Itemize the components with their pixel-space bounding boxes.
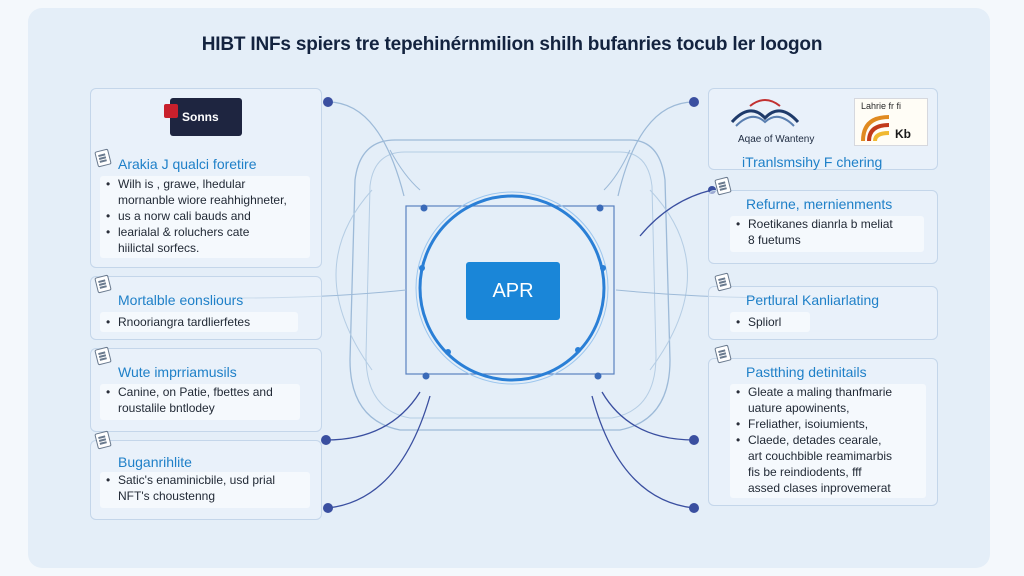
left-panel-1-heading: Arakia J qualci foretire <box>118 156 257 172</box>
wings-logo-icon <box>730 99 800 127</box>
right-panel-4-line: •Freliather, isoiumients, <box>736 417 869 431</box>
center-ring <box>418 194 606 382</box>
top-tab-right <box>603 149 631 191</box>
right-panel-4-line: •Gleate a maling thanfmarie <box>736 385 893 399</box>
left-panel-2-line: •Rnooriangra tardlierfetes <box>106 315 251 329</box>
bullet: • <box>736 385 741 399</box>
connector-right-top <box>617 101 695 197</box>
bullet: • <box>736 433 741 447</box>
right-panel-4-line: •Claede, detades cearale, <box>736 433 882 447</box>
left-panel-3-body: •Canine, on Patie, fbettes and roustalil… <box>100 384 300 420</box>
center-logo-label: Aqae of Wanteny <box>738 134 815 145</box>
right-panel-4-line: fis be reindiodents, fff <box>748 465 862 479</box>
bullet: • <box>106 473 111 487</box>
bullet: • <box>106 225 111 239</box>
left-panel-4-line: •Satic's enaminicbile, usd prial <box>106 473 276 487</box>
connector-right-bottom <box>591 395 695 509</box>
connector-node-left-lower <box>321 435 331 445</box>
left-panel-1-line: mornanble wiore reahhighneter, <box>118 193 287 207</box>
bullet: • <box>736 315 741 329</box>
left-panel-3-heading: Wute imprriamusils <box>118 364 237 380</box>
square-node-bl <box>422 372 430 380</box>
connector-node-right-bottom <box>689 503 699 513</box>
connector-node-left-top <box>323 97 333 107</box>
arc-logo-icon <box>861 115 890 142</box>
right-panel-4-line: art couchbible reamimarbis <box>748 449 893 463</box>
center-ring-glow <box>415 191 609 385</box>
ring-node-left <box>419 265 425 271</box>
right-panel-3-heading: Pertlural Kanliarlating <box>746 292 880 308</box>
right-panel-4-body: •Gleate a maling thanfmarie uature apowi… <box>730 384 926 498</box>
left-panel-3-line: •Canine, on Patie, fbettes and <box>106 385 273 399</box>
left-panel-1-line: •us a norw cali bauds and <box>106 209 251 223</box>
left-panel-1-line: •Wilh is , grawe, lhedular <box>106 177 246 191</box>
right-panel-3-body: •Spliorl <box>730 312 810 332</box>
connector-left-top <box>327 101 405 197</box>
right-panel-4-line: uature apowinents, <box>748 401 850 415</box>
connector-right-lower <box>601 391 695 441</box>
left-panel-4-body: •Satic's enaminicbile, usd prial NFT's c… <box>100 472 310 508</box>
connector-left-bottom <box>327 395 431 509</box>
right-logo-label: Lahrie fr fi <box>861 101 902 111</box>
bullet: • <box>106 385 111 399</box>
connector-node-right-top <box>689 97 699 107</box>
right-logo-sub: Kb <box>895 127 911 141</box>
right-panel-1-heading: iTranlsmsihy F chering <box>742 154 883 170</box>
right-panel-2-line: 8 fuetums <box>748 233 801 247</box>
center-apr-label: APR <box>492 279 534 302</box>
left-logo: Sonns <box>164 98 242 136</box>
right-panel-2-body: •Roetikanes dianrla b meliat 8 fuetums <box>730 216 924 252</box>
right-panel-4-heading: Pastthing detinitails <box>746 364 867 380</box>
left-panel-2-heading: Mortalble eonsliours <box>118 292 244 308</box>
connector-node-right-lower <box>689 435 699 445</box>
square-node-tr <box>596 204 604 212</box>
left-panel-1-body: •Wilh is , grawe, lhedular mornanble wio… <box>100 176 310 258</box>
outer-contour <box>349 139 671 431</box>
ring-node-bl <box>445 349 451 355</box>
side-wing-left <box>335 189 373 371</box>
left-panel-3-line: roustalile bntlodey <box>118 401 215 415</box>
left-panel-1-line: hiilictal sorfecs. <box>118 241 200 255</box>
left-panel-4-heading: Buganrihlite <box>118 454 192 470</box>
right-logo: Lahrie fr fi Kb <box>854 98 928 146</box>
ring-node-br <box>575 347 581 353</box>
connector-node-left-bottom <box>323 503 333 513</box>
top-tab-left <box>389 149 421 191</box>
ring-node-right <box>600 265 606 271</box>
left-logo-text: Sonns <box>182 110 219 124</box>
inner-contour <box>365 151 657 419</box>
bullet: • <box>106 177 111 191</box>
right-panel-3-line: •Spliorl <box>736 315 782 329</box>
right-panel-2-line: •Roetikanes dianrla b meliat <box>736 217 893 231</box>
left-panel-1-line: •learialal & roluchers cate <box>106 225 250 239</box>
connector-right-upper <box>639 189 713 237</box>
right-panel-2-heading: Refurne, mernienments <box>746 196 893 212</box>
square-node-tl <box>420 204 428 212</box>
bullet: • <box>736 417 741 431</box>
left-panel-4-line: NFT's choustenng <box>118 489 216 503</box>
left-panel-2-body: •Rnooriangra tardlierfetes <box>100 312 298 332</box>
right-panel-4-line: assed clases inprovemerat <box>748 481 891 495</box>
connector-left-lower <box>325 391 421 441</box>
bullet: • <box>106 315 111 329</box>
bullet: • <box>106 209 111 223</box>
side-wing-right <box>649 189 688 371</box>
square-node-br <box>594 372 602 380</box>
bullet: • <box>736 217 741 231</box>
diagram-title: HIBT INFs spiers tre tepehinérnmilion sh… <box>201 34 823 55</box>
center-apr-box: APR <box>466 262 560 320</box>
